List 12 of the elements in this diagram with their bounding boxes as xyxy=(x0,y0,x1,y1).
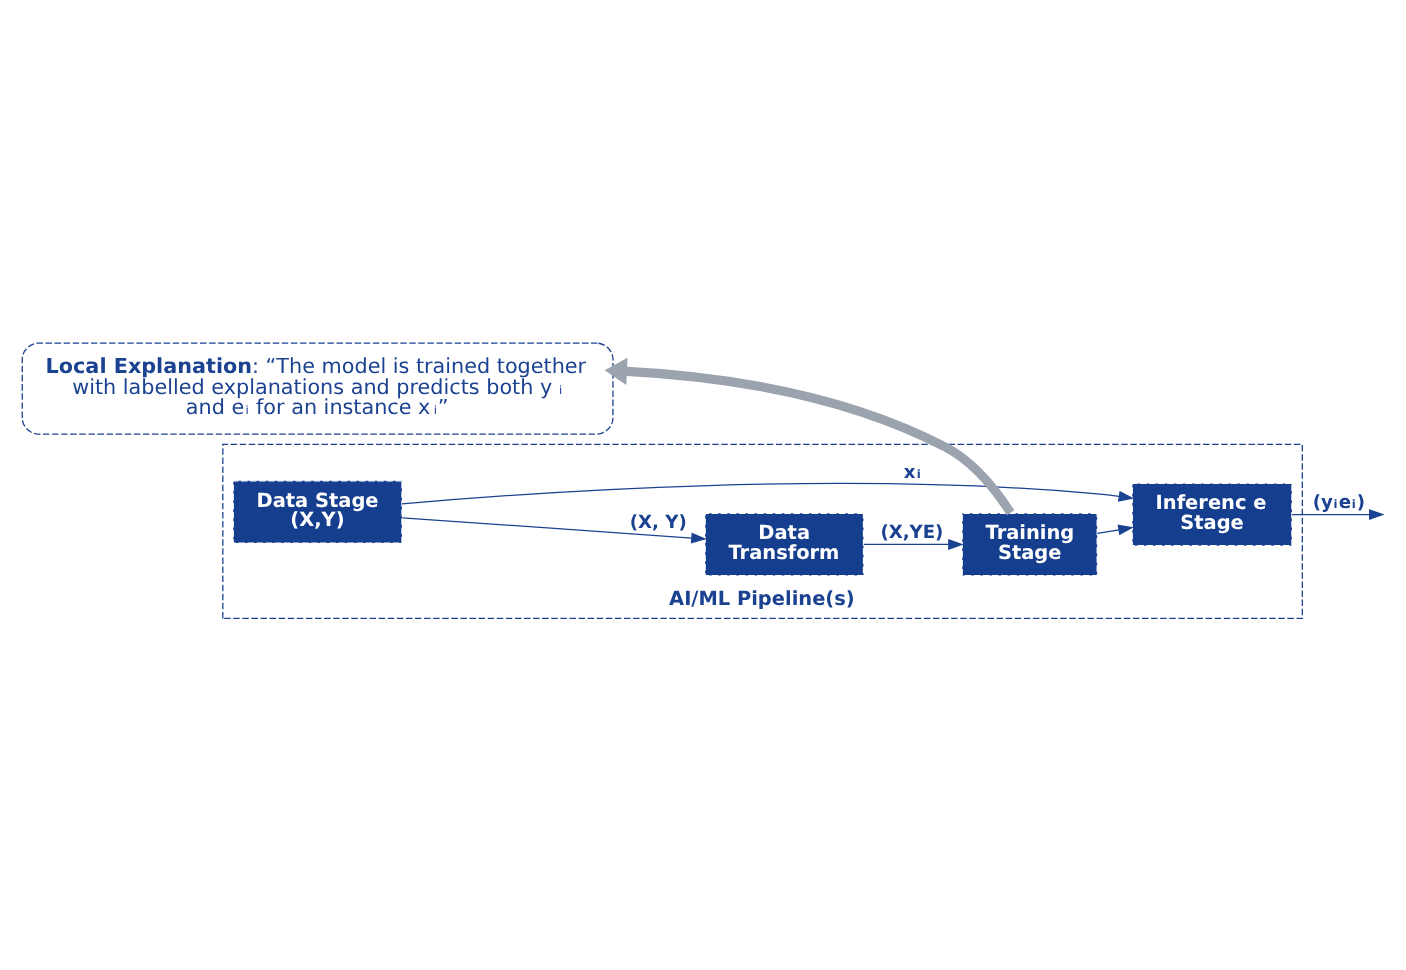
arrow xyxy=(1096,523,1134,535)
node-box: Inferenc e Stage xyxy=(1131,481,1293,546)
node-box: Training Stage xyxy=(961,511,1098,576)
edge-label: (X,YE) xyxy=(880,523,944,544)
arrow xyxy=(401,481,1135,504)
arrow xyxy=(1291,508,1385,520)
node-box: Data Transform xyxy=(704,511,865,576)
arrow xyxy=(604,356,1015,515)
arrow xyxy=(401,516,707,543)
arrow xyxy=(863,537,964,549)
edge-label: (X, Y) xyxy=(629,512,687,533)
node-box: Data Stage (X,Y) xyxy=(232,479,403,543)
